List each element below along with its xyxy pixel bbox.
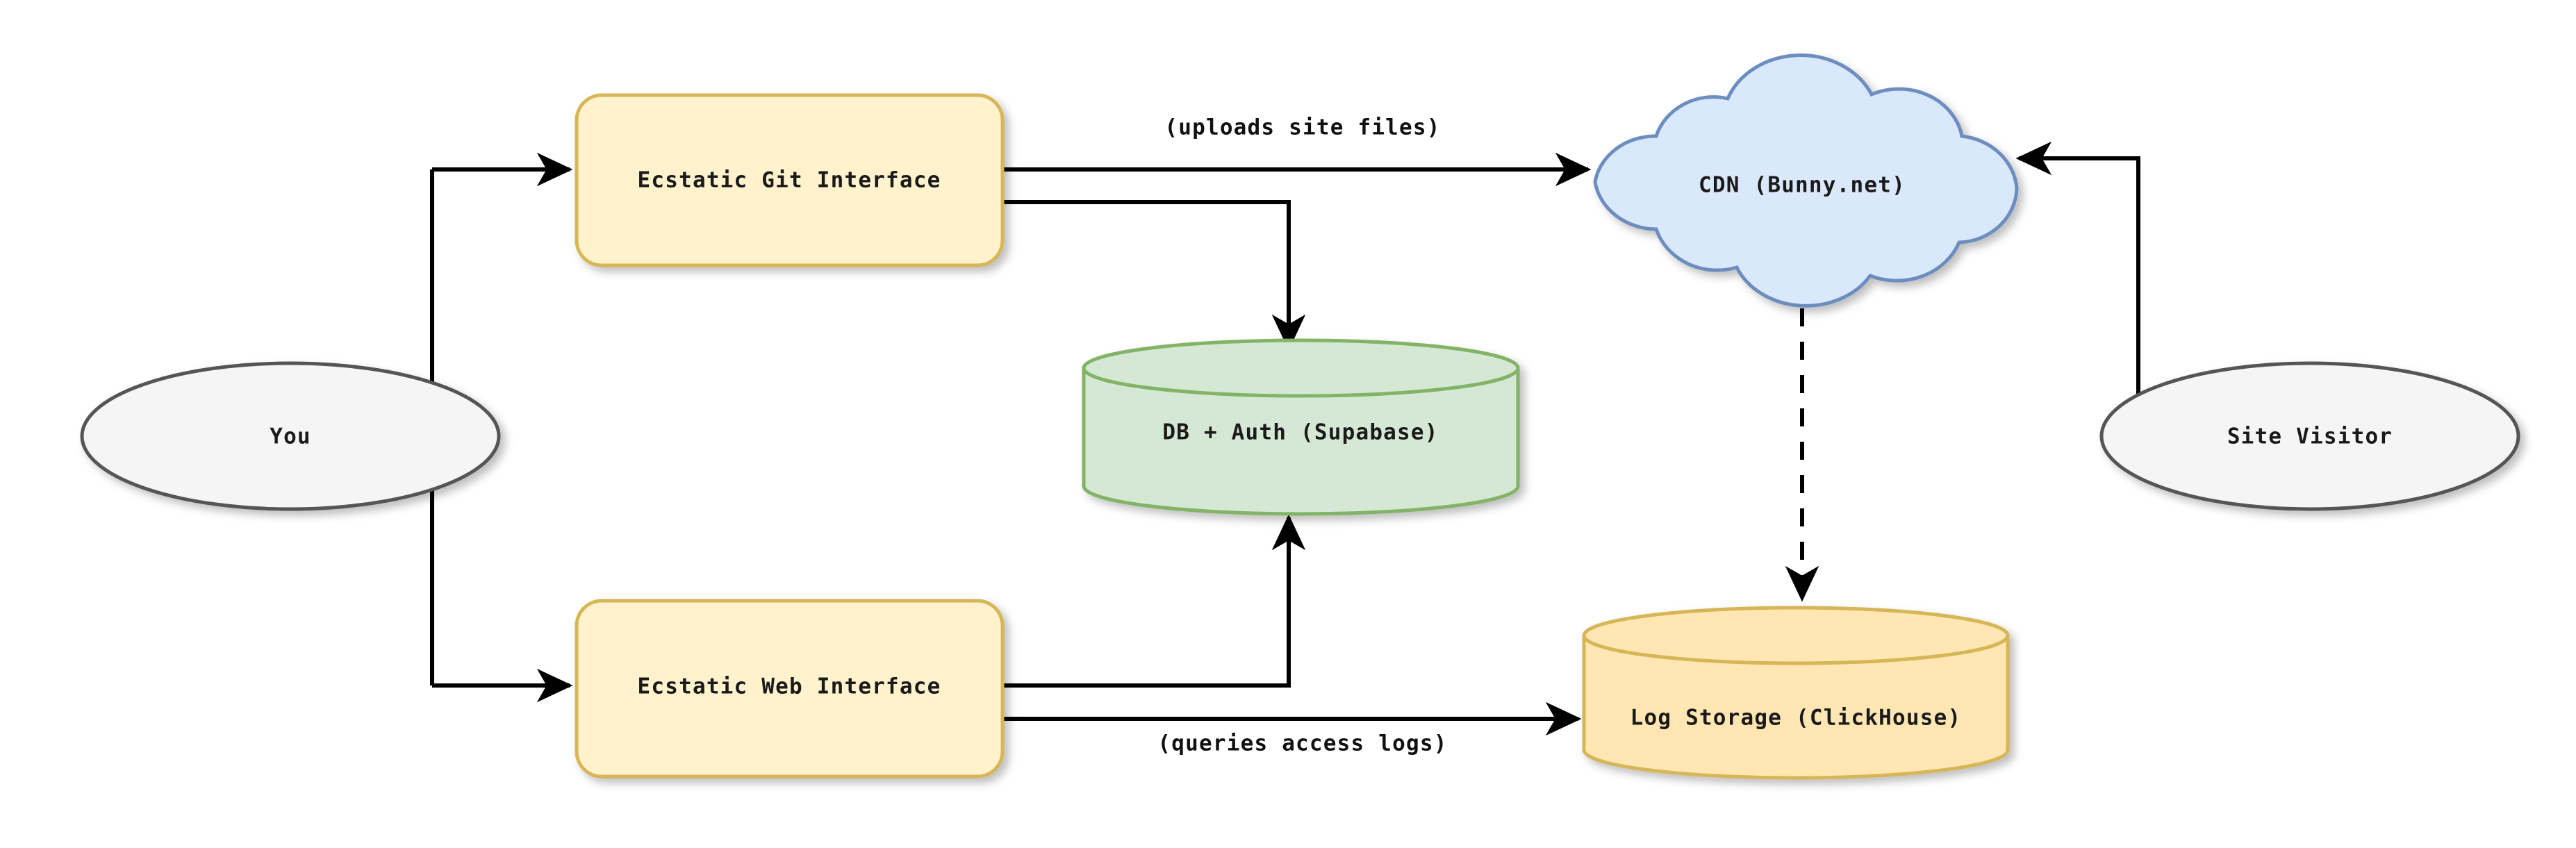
you-ellipse-shape [80, 361, 501, 511]
node-git-interface[interactable]: Ecstatic Git Interface [575, 93, 1005, 267]
edge-web-to-clickhouse: (queries access logs) [1002, 701, 1582, 756]
edge-web-to-supabase-line [1002, 514, 1306, 688]
clickhouse-cylinder-body [1582, 633, 2010, 780]
node-web-interface[interactable]: Ecstatic Web Interface [575, 599, 1005, 779]
clickhouse-cylinder-top [1582, 606, 2010, 665]
cdn-cloud-shape [1593, 53, 2019, 308]
edge-git-to-cdn: (uploads site files) [1002, 115, 1592, 187]
site-visitor-ellipse-shape [2099, 361, 2520, 511]
edge-git-to-supabase [1002, 200, 1306, 351]
node-label-cdn: CDN (Bunny.net) [1699, 173, 1906, 198]
edge-git-to-supabase-line [1002, 200, 1306, 351]
edge-web-to-supabase [1002, 514, 1306, 688]
git-interface-box-shape [575, 93, 1005, 267]
node-supabase[interactable] [1082, 338, 1520, 516]
node-label-web-interface: Ecstatic Web Interface [638, 674, 941, 699]
edge-visitor-to-cdn-line [2015, 141, 2140, 403]
supabase-cylinder-top [1082, 338, 1520, 398]
web-interface-box-shape [575, 599, 1005, 779]
node-label-git-interface: Ecstatic Git Interface [638, 168, 941, 193]
node-label-site-visitor: Site Visitor [2227, 424, 2393, 449]
node-you[interactable]: You [80, 361, 501, 511]
node-label-you: You [270, 424, 311, 449]
node-label-supabase: DB + Auth (Supabase) [1162, 420, 1438, 445]
edge-label-queries-access-logs: (queries access logs) [1157, 731, 1447, 756]
supabase-cylinder-body [1082, 366, 1520, 516]
node-cdn[interactable]: CDN (Bunny.net) [1593, 53, 2019, 308]
node-label-clickhouse: Log Storage (ClickHouse) [1630, 706, 1962, 731]
edge-visitor-to-cdn [2015, 141, 2140, 403]
edge-label-uploads-site-files: (uploads site files) [1164, 115, 1440, 140]
node-site-visitor[interactable]: Site Visitor [2099, 361, 2520, 511]
node-clickhouse[interactable] [1582, 606, 2010, 780]
